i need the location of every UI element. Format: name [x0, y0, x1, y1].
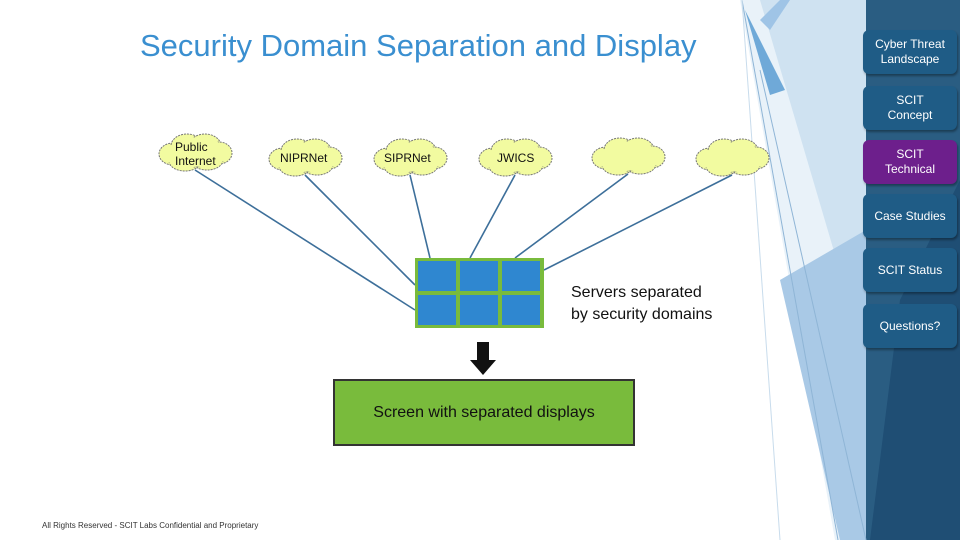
network-cloud-5	[591, 137, 666, 176]
connector-line	[409, 174, 431, 259]
nav-button-case-studies[interactable]: Case Studies	[863, 194, 957, 238]
server-cell	[460, 261, 498, 291]
connector-lines	[194, 169, 733, 311]
nav-button-scit-concept[interactable]: SCIT Concept	[863, 86, 957, 130]
server-cell	[502, 261, 540, 291]
connector-line	[543, 174, 733, 271]
nav-button-label: Questions?	[879, 318, 941, 333]
down-arrow-icon	[470, 342, 496, 375]
connector-line	[194, 169, 416, 311]
nav-button-scit-technical[interactable]: SCIT Technical	[863, 140, 957, 184]
server-cell	[418, 261, 456, 291]
connector-line	[514, 173, 629, 259]
connector-line	[304, 174, 416, 286]
page-title: Security Domain Separation and Display	[140, 28, 697, 63]
network-cloud-3	[373, 138, 448, 177]
network-cloud-1	[158, 133, 233, 172]
nav-button-label: SCIT Technical	[884, 147, 936, 176]
network-cloud-2	[268, 138, 343, 177]
nav-button-label: SCIT Concept	[887, 93, 933, 122]
nav-button-label: Cyber Threat Landscape	[875, 37, 945, 66]
server-cell	[460, 295, 498, 325]
nav-button-questions[interactable]: Questions?	[863, 304, 957, 348]
server-grid	[415, 258, 544, 328]
nav-button-scit-status[interactable]: SCIT Status	[863, 248, 957, 292]
footer-text: All Rights Reserved - SCIT Labs Confiden…	[42, 521, 259, 530]
servers-label: Servers separated by security domains	[571, 284, 713, 323]
nav-button-label: Case Studies	[874, 208, 946, 223]
network-clouds	[158, 133, 770, 177]
nav-button-label: SCIT Status	[877, 262, 943, 277]
cloud-label: NIPRNet	[280, 151, 328, 165]
server-cell	[502, 295, 540, 325]
network-cloud-4	[478, 138, 553, 177]
screen-display-box: Screen with separated displays	[333, 379, 635, 446]
nav-button-cyber-threat-landscape[interactable]: Cyber Threat Landscape	[863, 30, 957, 74]
server-cell	[418, 295, 456, 325]
connector-line	[469, 174, 516, 259]
cloud-label: JWICS	[497, 151, 535, 165]
network-cloud-6	[695, 138, 770, 177]
screen-label: Screen with separated displays	[373, 403, 595, 421]
cloud-label: Public Internet	[175, 140, 216, 168]
cloud-label: SIPRNet	[384, 151, 431, 165]
